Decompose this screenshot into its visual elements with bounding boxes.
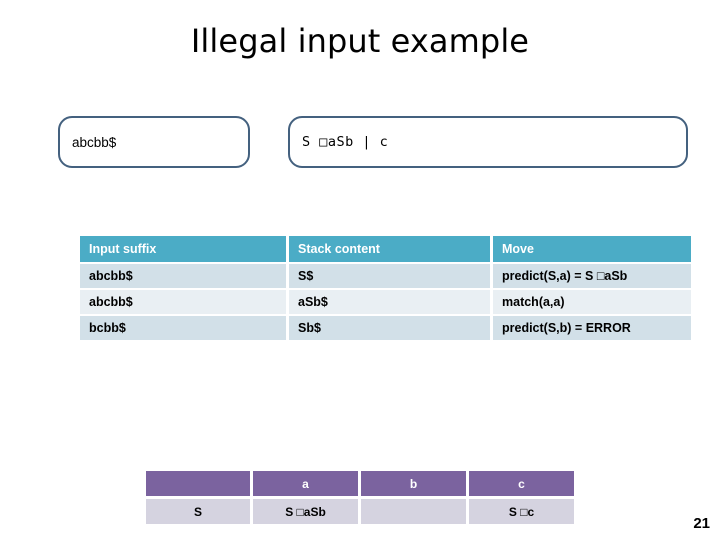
page-title: Illegal input example: [190, 22, 530, 60]
cell-input-suffix: abcbb$: [80, 290, 289, 316]
column-header-input-suffix: Input suffix: [80, 236, 289, 264]
parse-cell-c: S □c: [469, 499, 574, 524]
input-string-callout: abcbb$: [58, 116, 250, 168]
cell-move: match(a,a): [493, 290, 691, 316]
parse-column-header-b: b: [361, 471, 469, 499]
cell-stack-content: S$: [289, 264, 493, 290]
cell-move: predict(S,a) = S □aSb: [493, 264, 691, 290]
parse-table-row: S S □aSb S □c: [146, 499, 574, 524]
grammar-production-callout: S □aSb | c: [288, 116, 688, 168]
column-header-stack-content: Stack content: [289, 236, 493, 264]
grammar-production-text: S □aSb | c: [302, 134, 389, 150]
cell-input-suffix: abcbb$: [80, 264, 289, 290]
parse-cell-nonterminal: S: [146, 499, 253, 524]
table-row: bcbb$ Sb$ predict(S,b) = ERROR: [80, 316, 691, 340]
parse-column-header-c: c: [469, 471, 574, 499]
cell-stack-content: aSb$: [289, 290, 493, 316]
column-header-move: Move: [493, 236, 691, 264]
parse-column-header-a: a: [253, 471, 361, 499]
parse-table-header-row: a b c: [146, 471, 574, 499]
parse-cell-b: [361, 499, 469, 524]
cell-input-suffix: bcbb$: [80, 316, 289, 340]
cell-move: predict(S,b) = ERROR: [493, 316, 691, 340]
table-row: abcbb$ aSb$ match(a,a): [80, 290, 691, 316]
slide-number: 21: [693, 515, 710, 532]
table-header-row: Input suffix Stack content Move: [80, 236, 691, 264]
input-string-text: abcbb$: [72, 134, 117, 150]
parse-trace-table: Input suffix Stack content Move abcbb$ S…: [80, 236, 691, 340]
ll1-parse-table: a b c S S □aSb S □c: [146, 471, 574, 524]
parse-column-header-empty: [146, 471, 253, 499]
table-row: abcbb$ S$ predict(S,a) = S □aSb: [80, 264, 691, 290]
cell-stack-content: Sb$: [289, 316, 493, 340]
parse-cell-a: S □aSb: [253, 499, 361, 524]
